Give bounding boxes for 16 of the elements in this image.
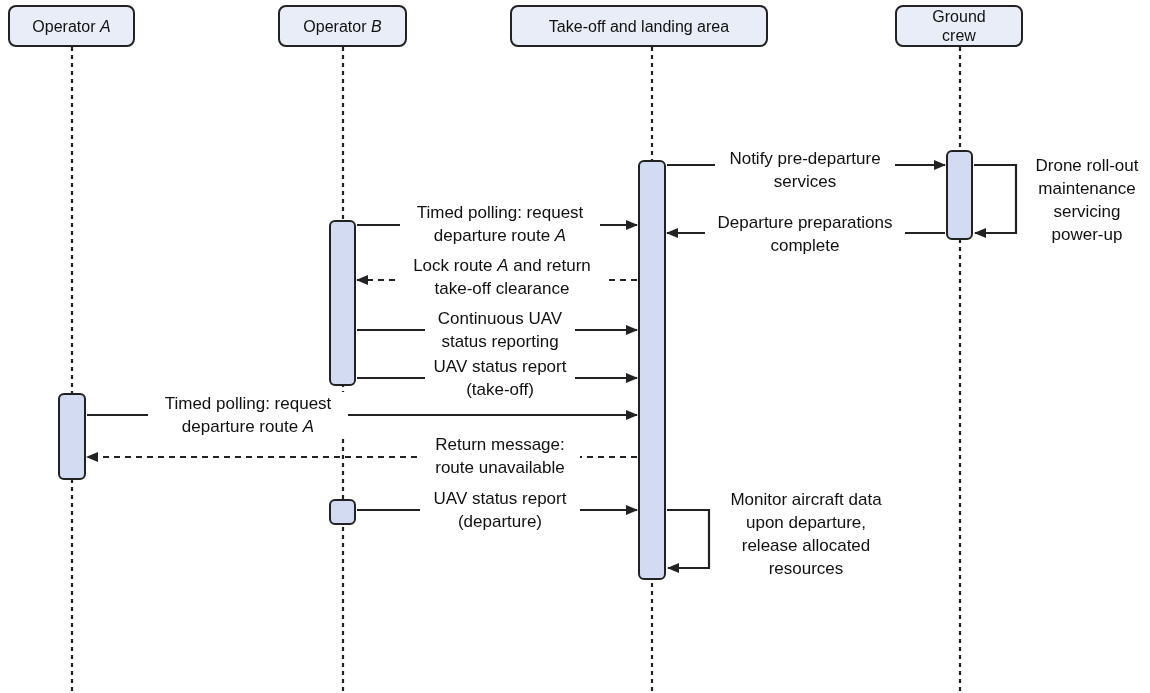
activation-bar (329, 499, 356, 525)
arrow (667, 508, 711, 573)
participant-box (278, 5, 407, 47)
participant-name: Operator A (32, 16, 111, 36)
activation-bar (638, 160, 666, 580)
participant-name: Take-off and landing area (548, 16, 730, 36)
participant-box (895, 5, 1023, 47)
activation-bar (946, 150, 973, 240)
activation-bar (58, 393, 86, 480)
arrow (974, 163, 1018, 238)
participant-box (510, 5, 768, 47)
participant-box (8, 5, 135, 47)
participant-name: Operator B (303, 16, 382, 36)
edge-label: Timed polling: request departure route A (148, 392, 348, 438)
participant-name: Ground crew (931, 7, 987, 45)
activation-bar (329, 220, 356, 386)
